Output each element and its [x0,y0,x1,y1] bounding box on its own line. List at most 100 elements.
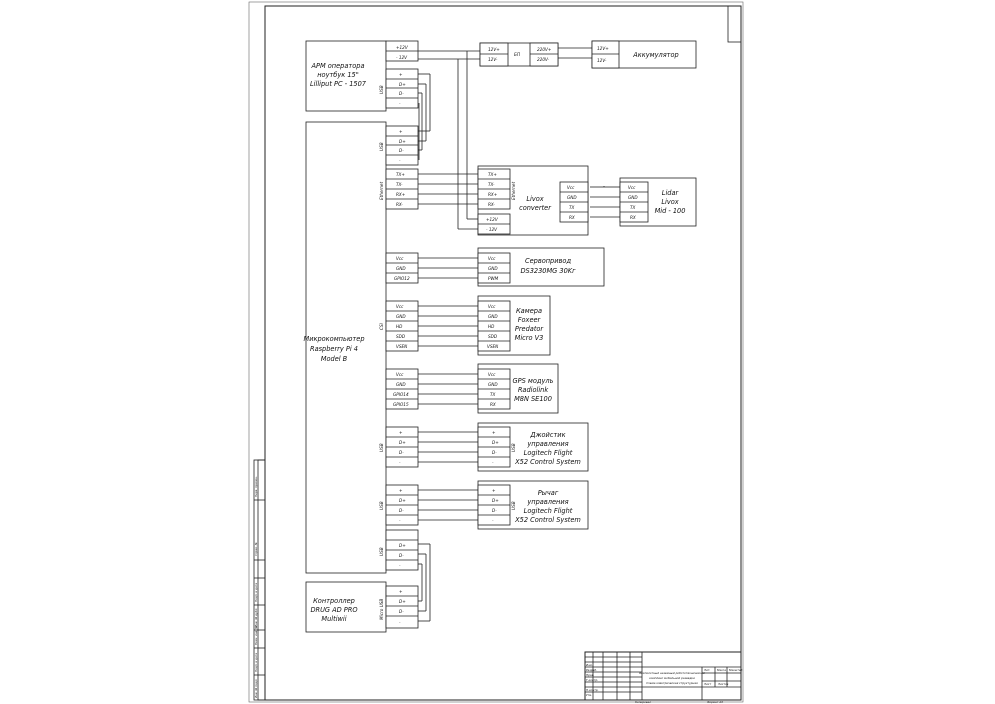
block-label: Model B [321,355,348,363]
pin-label: GPIO14 [393,392,409,397]
livox-converter-block: TX+ TX- RX+ RX- Ethernet +12V - 12V Vcc … [477,165,589,236]
block-label: converter [519,204,552,212]
wiring [418,47,620,622]
pin-label: GND [396,314,406,319]
pin-label: D+ [399,498,406,503]
pin-label: RX+ [488,192,498,197]
block-label: Lilliput PC - 1507 [310,80,367,88]
pin-label: RX [630,215,636,220]
power-supply-block: 12V+ 12V- 220V+ 220V- БП [479,42,559,67]
header-text: Масса [717,668,726,672]
block-label: Джойстик [529,431,565,439]
pin-label: D+ [399,543,406,548]
stamp-text: Подп. и дата [254,653,258,672]
pin-label: Vcc [488,372,496,377]
pin-label: +12V [396,45,409,50]
block-label: Сервопривод [525,257,571,265]
block-label: M8N SE100 [514,395,552,403]
pin-label: Vcc [396,304,404,309]
pin-label: GND [488,382,498,387]
pin-label: D- [399,91,404,96]
block-label: DS3230MG 30Kг [520,267,576,275]
port-tag: USB [379,443,384,452]
pin-label: D+ [399,139,406,144]
gps-block: Vcc GND TX RX GPS модуль Radiolink M8N S… [477,363,559,414]
block-label: Foxeer [518,316,542,324]
port-tag: Ethernet [511,182,516,200]
battery-block: 12V+ 12V- Аккумулятор [591,40,697,69]
pin-label: + [492,488,496,493]
pin-label: TX [630,205,636,210]
pin-label: TX- [396,182,403,187]
pin-label: - 12V [486,227,498,232]
pin-label: RX [569,215,575,220]
pin-label: GND [396,382,406,387]
pin-label: RX+ [396,192,406,197]
pin-label: D- [399,508,404,513]
block-label: Livox [526,195,543,203]
block-label: Контроллер [313,597,355,605]
stamp-text: Подп. и дата [254,583,258,602]
pin-label: PWM [488,276,499,281]
title-text: Беспилотный наземный робототехнический [639,671,705,675]
pin-label: HD [488,324,495,329]
stamp-text: Перв. примен. [254,476,258,497]
block-label: X52 Control System [514,458,581,466]
pin-label: + [399,430,403,435]
pin-label: +12V [486,217,499,222]
pin-label: Vcc [488,256,496,261]
top-right-tab [727,5,742,43]
pin-label: 12V- [488,57,498,62]
row-label: Разраб. [586,668,597,672]
port-tag: USB [379,547,384,556]
block-label: Аккумулятор [632,51,679,59]
sheet-label: Лист [703,682,711,686]
pin-label: TX- [488,182,495,187]
port-tag: USB [511,443,516,452]
block-label: Radiolink [518,386,550,394]
lidar-block: Vcc GND TX RX Lidar Livox Mid - 100 [619,177,697,227]
sheets-label: Листов [717,682,729,686]
pin-label: GND [488,314,498,319]
pin-label: HD [396,324,403,329]
format-label: Формат А3 [707,700,723,704]
pin-label: RX- [488,202,495,207]
pin-label: D+ [399,440,406,445]
block-label: Mid - 100 [655,207,686,215]
block-label: X52 Control System [514,516,581,524]
pin-label: D- [492,508,497,513]
block-label: Micro V3 [515,334,544,342]
pin-label: TX+ [396,172,405,177]
pin-label: - [399,460,401,465]
row-label: Пров. [586,673,594,677]
copied-label: Копировал [635,700,651,704]
sheet-outer-edge [248,1,744,703]
block-label: Logitech Flight [524,507,573,515]
title-text: комплекс мобильной разведки [649,676,695,680]
operator-pc-block: +12V - 12V + D+ D- - USB АРМ оператора н… [305,40,419,112]
pin-label: GND [628,195,638,200]
block-label: DRUG AD PRO [310,606,357,614]
pin-label: + [399,488,403,493]
pin-label: Vcc [396,372,404,377]
port-tag: USB [379,501,384,510]
header-text: Лит. [703,668,711,672]
pin-label: 12V- [597,58,607,63]
pin-label: GND [396,266,406,271]
block-label: управления [526,440,568,448]
pin-label: 12V+ [597,46,609,51]
pin-label: D+ [492,498,499,503]
joystick-block: + D+ D- - USB Джойстик управления Logite… [477,422,589,472]
pin-label: 220V- [537,57,549,62]
stamp-text: Взам. инв. № [254,626,258,645]
block-label: Multiwii [321,615,346,623]
block-label: БП [514,52,521,57]
pin-label: - [399,518,401,523]
pin-label: GPIO15 [393,402,409,407]
pin-label: Vcc [628,185,636,190]
block-label: GPS модуль [513,377,554,385]
port-tag: Micro USB [379,599,384,620]
pin-label: + [492,430,496,435]
stamp-text: Справ. № [254,542,258,556]
